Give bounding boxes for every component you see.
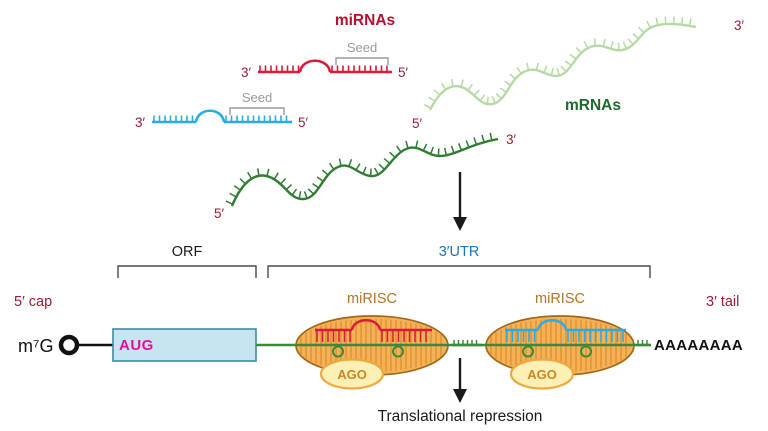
cyan-seed-label: Seed [242, 90, 272, 105]
dark-mrna-strand-pairing-ticks [225, 132, 493, 205]
mrna-bulge-loop [522, 345, 534, 358]
dark-mrna-5prime-label: 5′ [214, 206, 225, 221]
ago-right-label: AGO [527, 367, 557, 382]
red-mirna-5prime-label: 5′ [398, 65, 409, 80]
utr-region-label: 3′UTR [439, 244, 480, 260]
assembly-arrow [453, 172, 467, 231]
mrna-bulge-loop [580, 345, 592, 358]
red-mirna: Seed 3′ 5′ [241, 40, 409, 80]
mrna-bulge-loop [332, 345, 344, 358]
ago-left-body [319, 358, 385, 390]
mrnas-title: mRNAs [565, 97, 621, 114]
light-mrna: 5′ 3′ [412, 16, 745, 131]
risc1-red-seg1-pairing-ticks [316, 330, 351, 342]
utr-bracket [267, 265, 651, 278]
repression-arrow-head-icon [453, 389, 467, 403]
mirnas-title: miRNAs [335, 12, 395, 29]
cyan-mirna-3prime-label: 3′ [135, 115, 146, 130]
poly-a-tail-label: AAAAAAAA [654, 337, 743, 354]
cyan-mirna-5prime-label: 5′ [298, 115, 309, 130]
orf-region-label: ORF [172, 244, 203, 260]
bottom-section: ORF 3′UTR 5′ cap 3′ tail m⁷G AUG AGO AGO… [14, 244, 743, 425]
cyan-seed-bracket [229, 107, 285, 115]
risc-right-mirna-loop [536, 319, 568, 331]
red-mirna-3prime-label: 3′ [241, 65, 252, 80]
ago-right-body [509, 358, 575, 390]
risc-left-mirna-loop [350, 319, 382, 331]
dark-mrna: 5′ 3′ [214, 132, 517, 221]
tail-region-label: 3′ tail [706, 294, 739, 310]
mirisc-right-label: miRISC [535, 291, 585, 307]
orf-box [112, 328, 257, 362]
assembly-arrow-head-icon [453, 217, 467, 231]
dark-mrna-3prime-label: 3′ [506, 132, 517, 147]
cyan-mirna: Seed 3′ 5′ [135, 90, 309, 130]
top-section: miRNAs Seed 3′ 5′ Seed 3′ 5′ 5′ 3′ m [135, 12, 745, 231]
cap-region-label: 5′ cap [14, 294, 52, 310]
light-mrna-5prime-label: 5′ [412, 116, 423, 131]
mirisc-left-label: miRISC [347, 291, 397, 307]
risc2-cyan-seg1-pairing-ticks [506, 330, 536, 342]
red-mirna-loop [298, 59, 332, 73]
light-mrna-strand-pairing-ticks [423, 16, 692, 109]
cap-circle-icon [58, 334, 80, 356]
repression-arrow [453, 358, 467, 403]
cap-structure-label: m⁷G [18, 336, 54, 356]
start-codon-label: AUG [119, 337, 154, 354]
risc1-red-seg2-pairing-ticks [381, 330, 427, 342]
ago-left-label: AGO [337, 367, 367, 382]
red-seed-label: Seed [347, 40, 377, 55]
outcome-label: Translational repression [378, 408, 543, 425]
orf-bracket [117, 265, 257, 278]
red-seed-bracket [335, 57, 389, 65]
risc2-cyan-seg2-pairing-ticks [567, 330, 624, 342]
dark-mrna-strand [230, 137, 499, 207]
light-mrna-3prime-label: 3′ [734, 18, 745, 33]
cyan-mirna-loop [194, 109, 226, 123]
mrna-bulge-loop [392, 345, 404, 358]
light-mrna-strand [428, 22, 697, 111]
